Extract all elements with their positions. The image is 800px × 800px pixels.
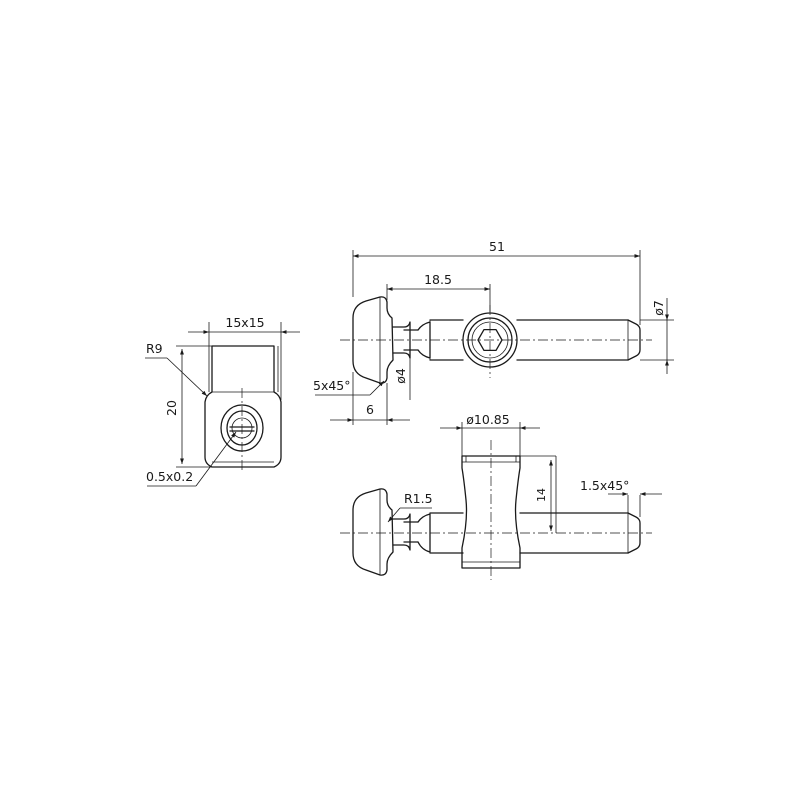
dim-overall-length: 51: [489, 239, 505, 254]
top-view: 51 18.5 ø7 ø4 5x45° 6: [313, 239, 674, 425]
dim-head-chamfer: 5x45°: [313, 378, 351, 393]
dim-hole-diameter: ø10.85: [466, 412, 509, 427]
dim-shoulder-to-hole: 18.5: [424, 272, 452, 287]
dim-head-thickness: 6: [366, 402, 374, 417]
dim-fillet-radius: R1.5: [404, 491, 433, 506]
dim-block-length: 20: [164, 400, 179, 416]
cross-block: [461, 455, 521, 569]
front-view: ø10.85 14 1.5x45° R1.5: [340, 412, 662, 580]
dim-pin-diameter: ø7: [651, 300, 666, 316]
dim-slot-size: 0.5x0.2: [146, 469, 193, 484]
dim-corner-radius: R9: [146, 341, 163, 356]
dim-pin-chamfer: 1.5x45°: [580, 478, 629, 493]
end-view-outline: [204, 345, 282, 468]
end-view: 15x15 R9 20 0.5x0.2: [145, 315, 300, 487]
hex-socket: [477, 328, 503, 352]
dim-neck-diameter: ø4: [393, 368, 408, 384]
dim-block-section: 15x15: [225, 315, 264, 330]
dim-block-height: 14: [535, 488, 548, 502]
